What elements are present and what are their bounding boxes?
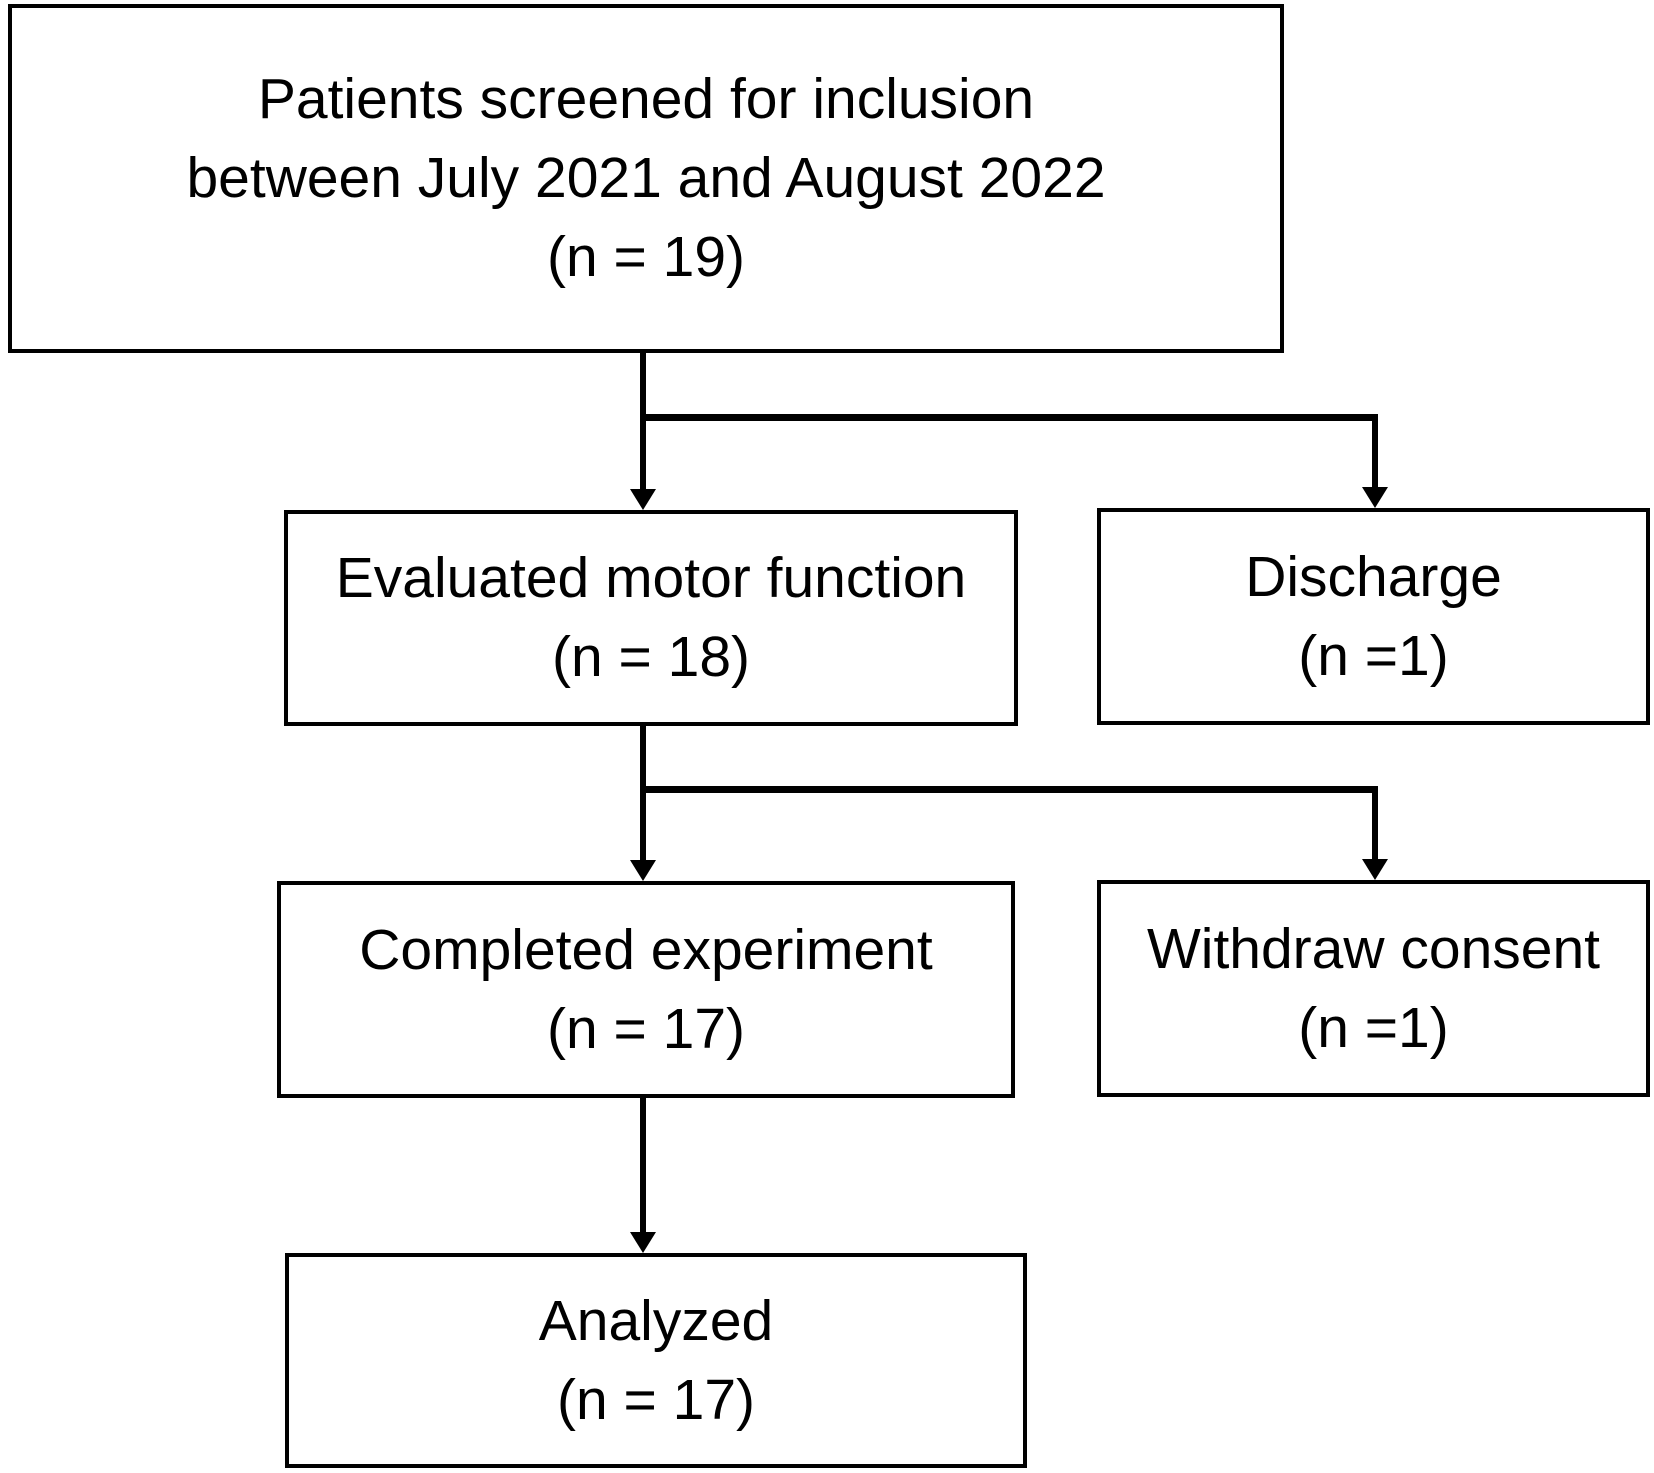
node-withdraw-count: (n =1) — [1298, 995, 1449, 1060]
connector-completed-down — [640, 1096, 646, 1233]
node-screened: Patients screened for inclusion between … — [8, 4, 1284, 353]
arrowhead-to-withdraw — [1362, 859, 1388, 880]
node-discharge-label: Discharge — [1245, 544, 1502, 609]
connector-withdraw-down — [1372, 786, 1378, 861]
node-screened-label-line2: between July 2021 and August 2022 — [186, 146, 1106, 210]
arrowhead-to-completed — [630, 860, 656, 881]
node-completed-count: (n = 17) — [546, 996, 746, 1061]
arrowhead-to-discharge — [1362, 487, 1388, 508]
node-screened-count: (n = 19) — [546, 225, 746, 289]
node-completed-experiment: Completed experiment (n = 17) — [277, 881, 1015, 1098]
connector-screened-branch — [640, 414, 1378, 421]
node-evaluated-motor-function: Evaluated motor function (n = 18) — [284, 510, 1018, 726]
node-evaluated-count: (n = 18) — [551, 625, 751, 689]
connector-discharge-down — [1372, 414, 1378, 490]
node-analyzed-label: Analyzed — [538, 1288, 774, 1353]
node-screened-label-line1: Patients screened for inclusion — [257, 67, 1035, 131]
connector-evaluated-down — [640, 724, 646, 863]
node-completed-label: Completed experiment — [359, 917, 933, 982]
node-withdraw-label: Withdraw consent — [1146, 916, 1601, 981]
node-analyzed: Analyzed (n = 17) — [285, 1253, 1027, 1468]
node-evaluated-label: Evaluated motor function — [335, 546, 967, 610]
node-discharge: Discharge (n =1) — [1097, 508, 1650, 725]
node-analyzed-count: (n = 17) — [556, 1367, 756, 1432]
connector-evaluated-branch — [640, 786, 1378, 793]
node-withdraw-consent: Withdraw consent (n =1) — [1097, 880, 1650, 1097]
node-discharge-count: (n =1) — [1298, 623, 1449, 688]
arrowhead-to-evaluated — [630, 489, 656, 510]
arrowhead-to-analyzed — [630, 1232, 656, 1253]
connector-screened-down — [640, 351, 646, 492]
